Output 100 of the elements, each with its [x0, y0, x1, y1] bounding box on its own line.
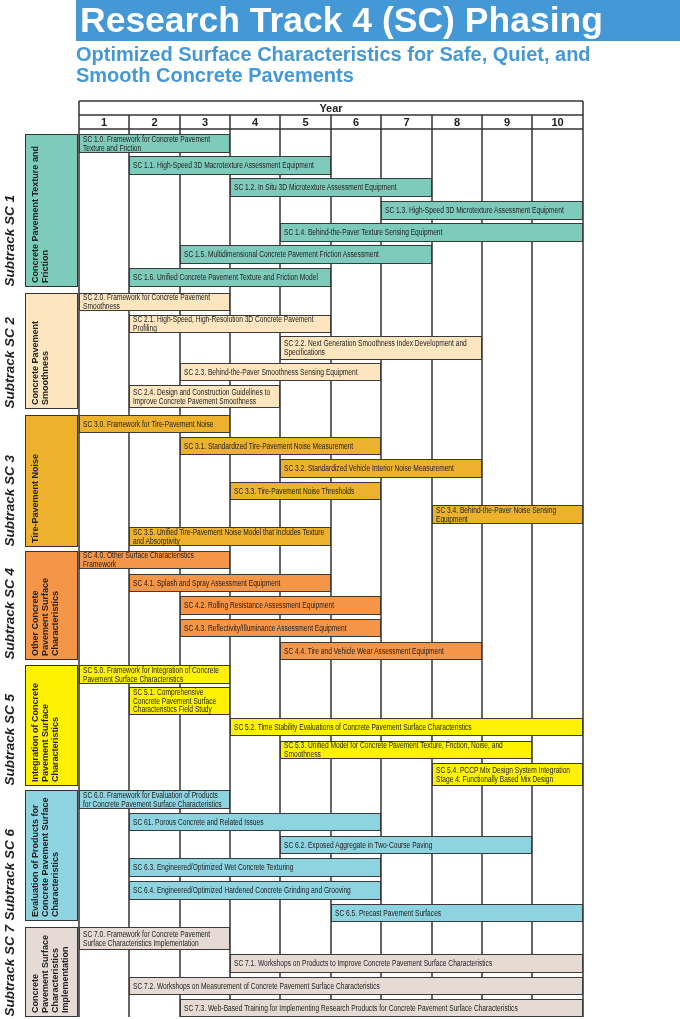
task-bar: [180, 619, 381, 637]
task-label: SC 7.2. Workshops on Measurement of Concrete Pavement Surface Characteristics: [133, 981, 380, 991]
task-label: SC 1.3. High-Speed 3D Microtexture Assessment Equipment: [385, 206, 564, 215]
subtrack-title: Other Concrete Pavement Surface Characteristics: [30, 576, 60, 656]
task-label: SC 3.2. Standardized Vehicle Interior Noise Measurement: [284, 464, 454, 473]
year-number: 2: [151, 116, 158, 128]
subtrack-band: [25, 134, 78, 287]
subtrack-band: [25, 665, 78, 786]
subtrack-label: Subtrack SC 3: [2, 455, 18, 547]
task-bar: [230, 718, 583, 736]
subtrack-title: Evaluation of Products for Concrete Pavement Surface Characteristics: [30, 796, 60, 917]
task-bar: [432, 505, 583, 524]
task-label: SC 2.2. Next Generation Smoothness Index Development and Specifications: [284, 339, 468, 357]
task-label: SC 7.0. Framework for Concrete Pavement Surface Characteristics Implementation: [83, 929, 212, 948]
year-number: 6: [352, 116, 360, 128]
subtrack-title: Concrete Pavement Surface Characteristics Implementation: [30, 933, 70, 1013]
year-number: 8: [453, 116, 461, 128]
task-bar: [230, 954, 583, 973]
task-bar: [129, 881, 381, 900]
task-bar: [180, 596, 381, 615]
task-label: SC 3.4. Behind-the-Paver Noise Sensing Equipment: [436, 505, 558, 524]
subtrack-band: [25, 790, 78, 921]
task-bar: [129, 687, 230, 715]
task-bar: [79, 551, 230, 569]
task-label: SC 7.1. Workshops on Products to Improve Concrete Pavement Surface Characteristics: [234, 959, 493, 968]
task-label: SC 4.1. Splash and Spray Assessment Equipment: [133, 578, 281, 588]
subtrack-title: Integration of Concrete Pavement Surface Characteristics: [30, 682, 60, 782]
task-label: SC 3.3. Tire-Pavement Noise Thresholds: [234, 486, 355, 496]
year-number: 10: [551, 116, 564, 128]
task-bar: [280, 459, 482, 478]
task-bar: [280, 223, 583, 242]
task-label: SC 5.1. Comprehensive Concrete Pavement Surface Characteristics Field Study: [133, 688, 218, 714]
task-bar: [280, 836, 532, 854]
year-number: 3: [201, 116, 209, 128]
task-bar: [180, 363, 381, 381]
task-label: SC 1.0. Framework for Concrete Pavement Texture and Friction: [83, 134, 212, 153]
task-label: SC 2.3. Behind-the-Paver Smoothness Sensing Equipment: [184, 367, 358, 377]
task-label: SC 5.0. Framework for Integration of Concrete Pavement Surface Characteristics: [83, 665, 220, 684]
subtrack-label: Subtrack SC 1: [2, 195, 18, 287]
subtitle: Optimized Surface Characteristics for Safe, Quiet, and Smooth Concrete Pavements: [76, 44, 592, 86]
task-bar: [129, 268, 331, 287]
task-bar: [129, 813, 381, 831]
task-bar: [280, 336, 482, 360]
task-bar: [230, 178, 432, 197]
subtrack-band: [25, 293, 78, 409]
task-label: SC 6.4. Engineered/Optimized Hardened Concrete Grinding and Grooving: [133, 886, 351, 895]
subtrack-band: [25, 927, 78, 1017]
task-label: SC 1.5. Multidimensional Concrete Pavement Friction Assessment: [184, 250, 379, 259]
task-label: SC 1.4. Behind-the-Paver Texture Sensing Equipment: [284, 228, 443, 237]
task-label: SC 3.0. Framework for Tire-Pavement Noise: [83, 419, 214, 429]
year-number: 7: [403, 116, 410, 128]
subtrack-label: Subtrack SC 4: [2, 568, 18, 660]
task-bar: [432, 763, 583, 786]
subtrack-band: [25, 551, 78, 660]
task-label: SC 4.3. Reflectivity/Illuminance Assessment Equipment: [184, 623, 347, 633]
task-bar: [180, 999, 583, 1017]
task-label: SC 3.5. Unified Tire-Pavement Noise Model that Includes Texture and Absorptivity: [133, 527, 325, 546]
subtrack-label: Subtrack SC 2: [2, 317, 18, 409]
task-label: SC 2.1. High-Speed, High-Resolution 3D Concrete Pavement Profiling: [133, 315, 315, 333]
task-label: SC 1.6. Unified Concrete Pavement Texture and Friction Model: [133, 273, 318, 282]
task-label: SC 2.4. Design and Construction Guidelines to Improve Concrete Pavement Smoothness: [133, 387, 272, 406]
year-number: 1: [100, 116, 108, 128]
task-label: SC 7.3. Web-Based Training for Implementing Research Products for Concrete Pavement Surface Characteristics: [184, 1003, 518, 1013]
task-label: SC 6.0. Framework for Evaluation of Products for Concrete Pavement Surface Characteristics: [83, 790, 223, 809]
subtrack-label: Subtrack SC 5: [2, 694, 18, 786]
task-bar: [381, 201, 583, 220]
year-axis-title: Year: [319, 102, 343, 114]
year-number: 5: [302, 116, 309, 128]
task-bar: [129, 858, 381, 877]
task-label: SC 1.1. High-Speed 3D Macrotexture Assessment Equipment: [133, 161, 314, 170]
year-number: 9: [503, 116, 511, 128]
task-bar: [79, 415, 230, 433]
task-bar: [129, 977, 583, 995]
subtrack-band: [25, 415, 78, 547]
task-bar: [129, 574, 331, 592]
title: Research Track 4 (SC) Phasing: [80, 0, 603, 40]
task-label: SC 6.3. Engineered/Optimized Wet Concrete Texturing: [133, 863, 294, 872]
subtrack-title: Concrete Pavement Texture and Friction: [30, 145, 50, 283]
task-bar: [180, 437, 381, 455]
subtrack-title: Concrete Pavement Smoothness: [30, 319, 50, 405]
subtrack-label: Subtrack SC 7: [2, 925, 18, 1017]
task-label: SC 4.2. Rolling Resistance Assessment Equipment: [184, 601, 334, 610]
task-label: SC 6.5. Precast Pavement Surfaces: [335, 908, 442, 918]
task-bar: [230, 482, 381, 500]
task-label: SC 6.2. Exposed Aggregate in Two-Course Paving: [284, 840, 433, 850]
task-label: SC 3.1. Standardized Tire-Pavement Noise Measurement: [184, 441, 354, 451]
task-label: SC 1.2. In Situ 3D Microtexture Assessment Equipment: [234, 183, 397, 192]
task-label: SC 2.0. Framework for Concrete Pavement Smoothness: [83, 293, 212, 311]
task-label: SC 5.4. PCCP Mix Design System Integration Stage 4: Functionally Based Mix Design: [436, 765, 571, 784]
task-label: SC 5.3. Unified Model for Concrete Pavement Texture, Friction, Noise, and Smoothness: [284, 741, 504, 759]
task-bar: [331, 904, 583, 922]
task-label: SC 4.0. Other Surface Characteristics Framework: [83, 551, 195, 569]
task-bar: [180, 245, 432, 264]
year-number: 4: [251, 116, 259, 128]
task-bar: [129, 385, 280, 408]
task-label: SC 5.2. Time Stability Evaluations of Concrete Pavement Surface Characteristics: [234, 722, 472, 732]
task-bar: [280, 642, 482, 660]
task-label: SC 4.4. Tire and Vehicle Wear Assessment Equipment: [284, 646, 444, 656]
subtrack-title: Tire-Pavement Noise: [30, 454, 40, 543]
task-bar: [129, 156, 331, 175]
